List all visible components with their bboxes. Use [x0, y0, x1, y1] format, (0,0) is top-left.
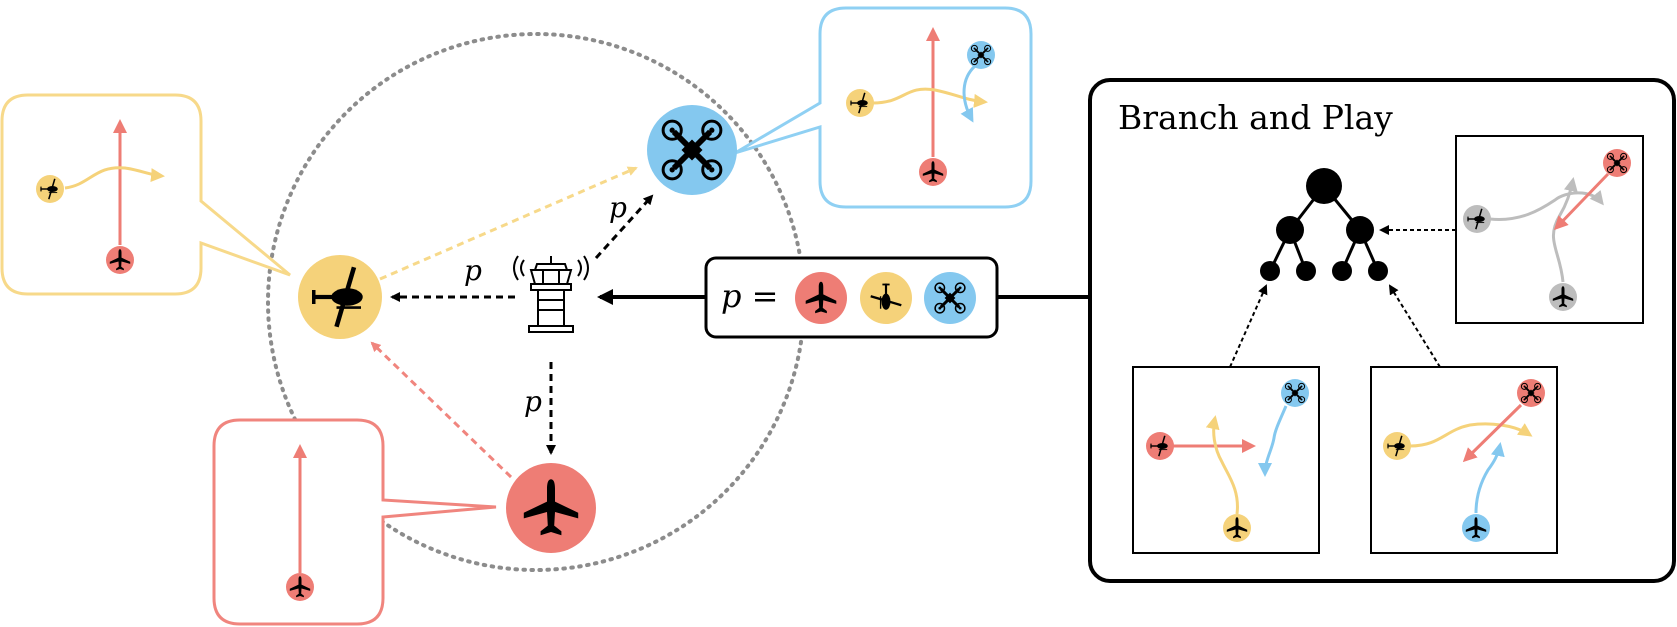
- helicopter-prediction-bubble: [0, 93, 291, 296]
- panel-title: Branch and Play: [1118, 98, 1393, 137]
- drone-agent: [647, 105, 737, 195]
- tree-leaf-node: [1296, 261, 1316, 281]
- helicopter-agent: [298, 255, 382, 339]
- scenario-box-bottom-left: [1132, 366, 1320, 554]
- tower-to-drone-arrow: [594, 194, 654, 260]
- airplane-agent: [506, 463, 596, 553]
- tree-node: [1346, 216, 1374, 244]
- scenario-to-tree-arrow: [1229, 284, 1268, 368]
- scenario-box-bottom-right: [1370, 366, 1558, 554]
- tree-leaf-node: [1368, 261, 1388, 281]
- airplane-prediction-bubble: [212, 418, 497, 626]
- airplane-to-helicopter-arrow: [370, 341, 513, 479]
- policy-label-helicopter: p: [464, 254, 482, 287]
- tree-root-node: [1306, 168, 1342, 204]
- control-tower-icon: [513, 255, 589, 333]
- drone-prediction-bubble: [734, 6, 1033, 209]
- branch-and-play-panel: Branch and Play: [1088, 78, 1676, 583]
- tree-node: [1276, 216, 1304, 244]
- policy-label-drone: p: [609, 191, 627, 224]
- bubble-yellow-path: [872, 87, 988, 108]
- scenario-to-tree-arrow: [1388, 284, 1441, 368]
- scenario-box-top-right: [1455, 135, 1644, 324]
- bubble-yellow-path: [64, 166, 165, 190]
- game-tree: [1260, 168, 1388, 281]
- tree-leaf-node: [1260, 261, 1280, 281]
- policy-label-airplane: p: [524, 385, 542, 418]
- helicopter-to-drone-arrow: [379, 166, 638, 281]
- bubble-blue-path: [960, 64, 977, 123]
- tree-leaf-node: [1332, 261, 1352, 281]
- policy-box: p =: [704, 256, 999, 339]
- policy-equation: p =: [721, 277, 778, 315]
